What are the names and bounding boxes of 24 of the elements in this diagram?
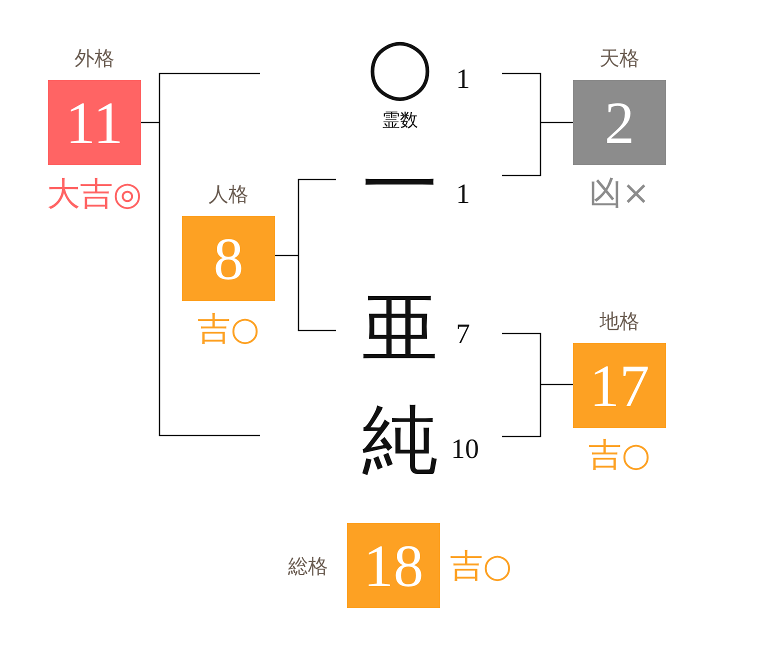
- fortune-label: 吉○: [588, 437, 650, 473]
- name-character: 一: [362, 147, 438, 223]
- score-box: 18: [347, 523, 440, 608]
- stroke-count: 1: [456, 66, 470, 94]
- name-character: 純: [362, 402, 438, 478]
- category-heading: 外格: [74, 47, 114, 69]
- score-box: 17: [573, 343, 666, 428]
- caption: 霊数: [382, 112, 418, 130]
- fortune-label: 大吉◎: [47, 176, 142, 212]
- category-heading: 総格: [288, 554, 328, 576]
- score-box: 11: [48, 80, 141, 165]
- score-box: 8: [182, 216, 275, 301]
- fortune-label: 吉○: [198, 311, 260, 347]
- name-character: 亜: [362, 290, 438, 366]
- fortune-label: 凶×: [589, 175, 650, 211]
- category-heading: 天格: [600, 47, 640, 69]
- score-box: 2: [573, 80, 666, 165]
- stroke-count: 1: [456, 181, 470, 209]
- category-heading: 人格: [208, 183, 248, 205]
- stroke-count: 7: [456, 321, 470, 349]
- stroke-count: 10: [451, 436, 479, 464]
- name-character: ◯: [368, 31, 432, 103]
- category-heading: 地格: [600, 310, 640, 332]
- fortune-label: 吉○: [450, 548, 512, 584]
